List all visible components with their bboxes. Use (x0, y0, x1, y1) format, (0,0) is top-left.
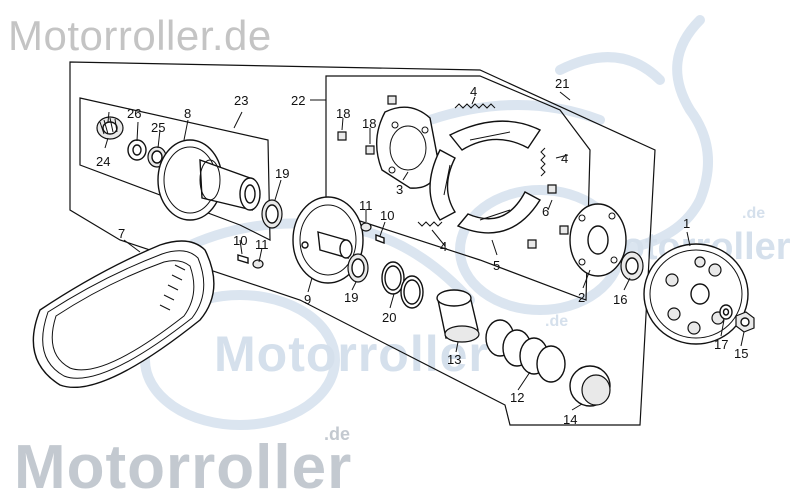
callout-5: 5 (493, 258, 500, 273)
callout-23: 23 (234, 93, 248, 108)
callout-9: 9 (304, 292, 311, 307)
oil-seal-19-upper (261, 199, 283, 229)
driven-spring-12 (485, 319, 566, 383)
group-outline-23 (79, 97, 271, 241)
clutch-plate-3 (376, 106, 439, 189)
callout-19-upper: 19 (275, 166, 289, 181)
pin-6-upper (547, 184, 557, 194)
watermark-middle-suffix: .de (545, 313, 569, 330)
watermark-bottom-suffix: .de (324, 424, 351, 444)
bolt-18-c (387, 95, 397, 105)
callout-19-lower: 19 (344, 290, 358, 305)
driven-pulley-fixed (157, 139, 261, 221)
drive-plate-2 (569, 203, 627, 277)
callout-20: 20 (382, 310, 396, 325)
watermark-bottom: Motorroller (14, 433, 353, 502)
clutch-shoes-5 (429, 120, 542, 234)
washer-16 (620, 251, 644, 281)
callout-11-left: 11 (255, 237, 269, 252)
callout-10-left: 10 (233, 233, 247, 248)
o-rings-20 (381, 261, 424, 309)
callout-15: 15 (734, 346, 748, 361)
callout-12: 12 (510, 390, 524, 405)
clutch-spring-4-top (454, 103, 496, 109)
oil-seal-19-lower (347, 253, 369, 283)
callout-18-b: 18 (362, 116, 376, 131)
callout-22: 22 (291, 93, 305, 108)
callout-14: 14 (563, 412, 577, 427)
pin-6-lower (527, 239, 537, 249)
callout-18-a: 18 (336, 106, 350, 121)
leader-lines (104, 91, 745, 411)
callout-1: 1 (683, 216, 690, 231)
callout-7: 7 (118, 226, 125, 241)
callout-26: 26 (127, 106, 141, 121)
callout-25: 25 (151, 120, 165, 135)
callout-4-right: 4 (561, 151, 568, 166)
clutch-spring-4-right (540, 147, 546, 177)
washer-26 (127, 139, 147, 161)
callout-2: 2 (578, 290, 585, 305)
callout-24: 24 (96, 154, 110, 169)
movable-driven-face (292, 196, 364, 284)
watermark-right-suffix: .de (742, 205, 766, 222)
guide-pin-10-right (375, 233, 385, 245)
nut-15 (735, 311, 755, 333)
callout-4-top: 4 (470, 84, 477, 99)
clutch-bell-1 (643, 243, 749, 345)
washer-17 (719, 304, 733, 320)
watermark-top: Motorroller.de (8, 12, 272, 59)
callout-21: 21 (555, 76, 569, 91)
callout-16: 16 (613, 292, 627, 307)
guide-roller-11-right (360, 222, 372, 232)
callout-10-right: 10 (380, 208, 394, 223)
callout-13: 13 (447, 352, 461, 367)
clutch-spring-4-left (417, 221, 443, 227)
callout-6: 6 (542, 204, 549, 219)
guide-roller-11-left (252, 259, 264, 269)
bolt-18-a (337, 131, 347, 141)
callout-8: 8 (184, 106, 191, 121)
bolt-18-b (365, 145, 375, 155)
guide-pin-10-left (237, 254, 249, 264)
callout-3: 3 (396, 182, 403, 197)
seal-collar-13 (436, 289, 480, 343)
callout-17: 17 (714, 337, 728, 352)
pin-6-mid (559, 225, 569, 235)
callout-4-left: 4 (440, 239, 447, 254)
callout-labels: 1 2 3 4 4 4 5 6 7 8 9 10 10 11 11 12 13 … (96, 76, 748, 427)
spring-seat-14 (569, 365, 611, 407)
group-outline-21 (69, 61, 656, 426)
callout-11-right: 11 (359, 198, 373, 213)
v-belt (32, 240, 215, 389)
needle-bearing (96, 116, 124, 140)
